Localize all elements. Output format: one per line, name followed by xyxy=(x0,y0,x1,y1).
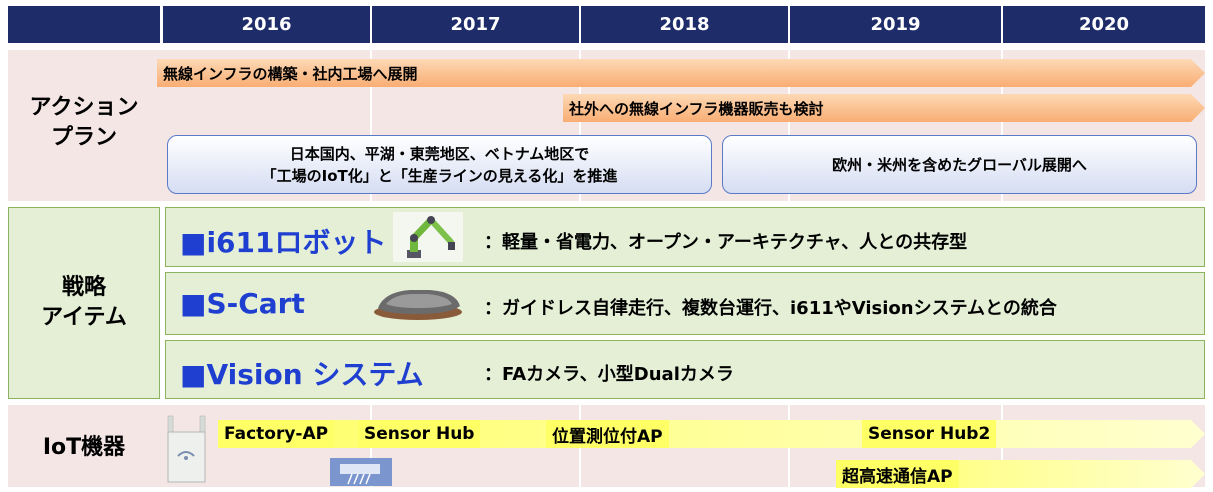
action-arrow-sales-label: 社外への無線インフラ機器販売も検討 xyxy=(569,99,824,118)
action-box-domestic-line2: 「工場のIoT化」と「生産ラインの見える化」を推進 xyxy=(261,166,618,185)
action-arrow-sales: 社外への無線インフラ機器販売も検討 xyxy=(563,94,1205,122)
strategy-label-box xyxy=(8,207,160,399)
sensor-hub-icon xyxy=(330,458,392,486)
strategy-label-line2: アイテム xyxy=(41,305,127,330)
strategy-item-scart-title: ■S-Cart xyxy=(180,287,305,320)
iot-label: IoT機器 xyxy=(42,435,126,460)
grid-line xyxy=(1001,50,1003,201)
grid-line xyxy=(579,50,581,201)
year-2020: 2020 xyxy=(1003,6,1205,43)
year-2018: 2018 xyxy=(581,6,788,43)
iot-item-factory-ap: Factory-AP xyxy=(218,420,335,448)
strategy-label-line1: 戦略 xyxy=(61,275,106,300)
action-box-global-label: 欧州・米州を含めたグローバル展開へ xyxy=(832,155,1087,174)
strategy-item-robot xyxy=(165,207,1205,267)
strategy-item-scart-desc: ：ガイドレス自律走行、複数台運行、i611やVisionシステムとの統合 xyxy=(484,298,1057,319)
strategy-item-vision xyxy=(165,340,1205,399)
action-box-global: 欧州・米州を含めたグローバル展開へ xyxy=(722,135,1197,194)
action-plan-label-line1: アクション xyxy=(29,95,139,120)
action-plan-label-line2: プラン xyxy=(50,125,117,150)
action-plan-label: アクション プラン xyxy=(8,88,160,158)
robot-arm-icon xyxy=(393,212,463,262)
action-arrow-infra-label: 無線インフラの構築・社内工場へ展開 xyxy=(163,64,418,83)
s-cart-icon xyxy=(370,282,466,324)
grid-line xyxy=(788,50,790,201)
access-point-icon xyxy=(164,412,210,484)
strategy-item-robot-desc: ：軽量・省電力、オープン・アーキテクチャ、人との共存型 xyxy=(484,232,968,253)
year-2016: 2016 xyxy=(163,6,370,43)
strategy-item-robot-title: ■i611ロボット xyxy=(180,226,387,259)
year-2017: 2017 xyxy=(372,6,579,43)
strategy-item-scart xyxy=(165,272,1205,335)
action-box-domestic: 日本国内、平湖・東莞地区、ベトナム地区で 「工場のIoT化」と「生産ラインの見え… xyxy=(167,135,712,194)
grid-line xyxy=(370,50,372,201)
iot-item-fast-ap: 超高速通信AP xyxy=(836,460,959,488)
iot-item-sensor-hub2: Sensor Hub2 xyxy=(862,420,997,448)
header-corner xyxy=(8,6,160,43)
iot-item-sensor-hub: Sensor Hub xyxy=(358,420,481,448)
strategy-label: 戦略 アイテム xyxy=(8,268,160,338)
strategy-item-vision-desc: ：FAカメラ、小型Dualカメラ xyxy=(484,364,734,385)
action-arrow-infra: 無線インフラの構築・社内工場へ展開 xyxy=(157,59,1205,87)
iot-item-position-ap: 位置測位付AP xyxy=(546,420,669,448)
year-2019: 2019 xyxy=(790,6,1001,43)
strategy-item-vision-title: ■Vision システム xyxy=(180,358,424,391)
action-box-domestic-line1: 日本国内、平湖・東莞地区、ベトナム地区で xyxy=(289,144,590,163)
